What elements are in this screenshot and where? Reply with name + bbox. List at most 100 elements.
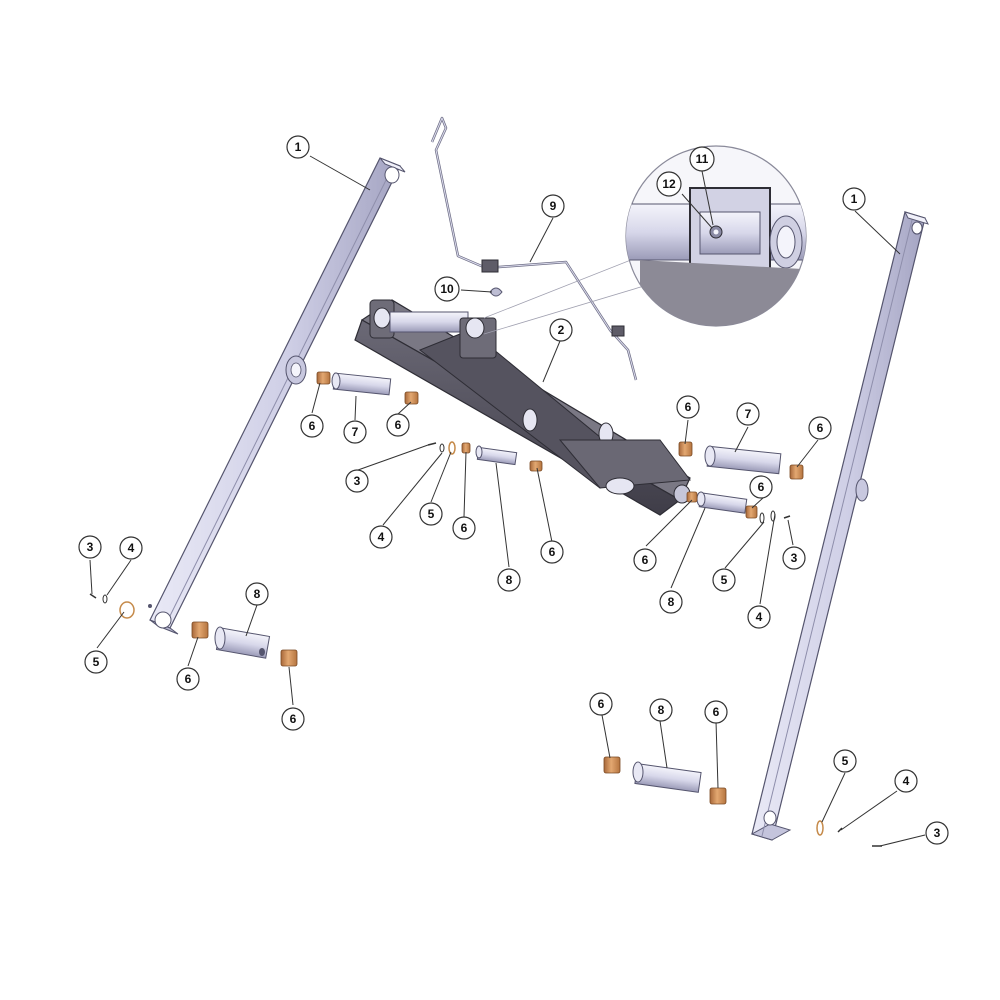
bushing: [191, 621, 209, 639]
callout-number: 7: [745, 407, 752, 421]
callout-6-g: 6: [749, 475, 773, 499]
callout-number: 5: [842, 754, 849, 768]
callout-circle: [747, 605, 771, 629]
callout-circle: [656, 171, 682, 197]
callout-8-b: 8: [659, 590, 683, 614]
callout-circle: [386, 413, 410, 437]
callout-number: 2: [558, 323, 565, 337]
central-frame-part-2: [354, 299, 691, 516]
callout-circle: [84, 650, 108, 674]
callout-circle: [497, 568, 521, 592]
callout-circle: [281, 707, 305, 731]
callout-circle: [419, 502, 443, 526]
callout-6-j: 6: [281, 707, 305, 731]
callout-3-b: 3: [78, 535, 102, 559]
callout-circle: [452, 516, 476, 540]
callout-circle: [78, 535, 102, 559]
detail-inset: [483, 145, 807, 335]
callout-number: 4: [756, 610, 763, 624]
bushing: [316, 371, 331, 385]
callout-6-h: 6: [633, 548, 657, 572]
callout-6-f: 6: [808, 416, 832, 440]
callout-4-c: 4: [747, 605, 771, 629]
callout-circle: [925, 821, 949, 845]
callout-4-d: 4: [894, 769, 918, 793]
callout-circle: [659, 590, 683, 614]
callout-circle: [782, 546, 806, 570]
callout-circle: [808, 416, 832, 440]
callout-6-d: 6: [540, 540, 564, 564]
callout-number: 8: [506, 573, 513, 587]
bushing: [709, 787, 727, 805]
callout-number: 8: [668, 595, 675, 609]
callout-circle: [704, 700, 728, 724]
callout-number: 4: [903, 774, 910, 788]
callout-number: 6: [642, 553, 649, 567]
callout-circle: [833, 749, 857, 773]
callout-8-d: 8: [649, 698, 673, 722]
callout-number: 4: [378, 530, 385, 544]
pin-7-right: [704, 445, 782, 475]
callout-number: 6: [309, 419, 316, 433]
left-arm-part-1: [148, 157, 406, 635]
callout-circle: [541, 194, 565, 218]
callout-number: 6: [185, 672, 192, 686]
callout-3-d: 3: [925, 821, 949, 845]
small-hardware: [89, 441, 882, 847]
callout-number: 5: [721, 573, 728, 587]
callout-number: 6: [395, 418, 402, 432]
callout-4-b: 4: [119, 536, 143, 560]
callout-circle: [689, 146, 715, 172]
bushing: [745, 505, 758, 519]
callout-number: 3: [791, 551, 798, 565]
pins: [214, 372, 782, 793]
pin-8-bottom-right: [632, 761, 702, 793]
callout-12: 12: [656, 171, 682, 197]
callout-circle: [589, 692, 613, 716]
callout-circle: [894, 769, 918, 793]
callout-number: 8: [254, 587, 261, 601]
callout-5-c: 5: [712, 568, 736, 592]
callout-number: 8: [658, 703, 665, 717]
callout-5-b: 5: [84, 650, 108, 674]
bushing: [678, 441, 693, 457]
callout-6-l: 6: [704, 700, 728, 724]
callout-6-i: 6: [176, 667, 200, 691]
callout-circle: [119, 536, 143, 560]
bushing: [280, 649, 298, 667]
callout-6-a: 6: [300, 414, 324, 438]
pin-8-center: [475, 445, 518, 466]
pin-7-left: [331, 372, 392, 396]
callout-6-k: 6: [589, 692, 613, 716]
callout-2: 2: [549, 318, 573, 342]
callout-7-a: 7: [343, 420, 367, 444]
bushing: [461, 442, 471, 454]
callout-circle: [434, 276, 460, 302]
callout-circle: [549, 318, 573, 342]
callout-number: 10: [440, 282, 454, 296]
callout-number: 6: [758, 480, 765, 494]
callout-3-a: 3: [345, 469, 369, 493]
callout-6-e: 6: [676, 395, 700, 419]
callout-1-right: 1: [842, 187, 866, 211]
clip-part-10: [489, 287, 503, 297]
callout-8-c: 8: [245, 582, 269, 606]
callout-8-a: 8: [497, 568, 521, 592]
bushings: [191, 371, 804, 805]
callout-number: 6: [598, 697, 605, 711]
callout-11: 11: [689, 146, 715, 172]
callout-circle: [633, 548, 657, 572]
hydraulic-line-part-9: [430, 116, 638, 381]
callout-circle: [540, 540, 564, 564]
callout-number: 1: [851, 192, 858, 206]
callout-1-left: 1: [286, 135, 310, 159]
callout-circle: [245, 582, 269, 606]
pin-8-bottom-left: [214, 626, 271, 659]
right-arm-part-1: [750, 211, 929, 841]
leader-lines: [89, 155, 926, 847]
callout-circle: [343, 420, 367, 444]
bushing: [686, 491, 698, 503]
callout-4-a: 4: [369, 525, 393, 549]
